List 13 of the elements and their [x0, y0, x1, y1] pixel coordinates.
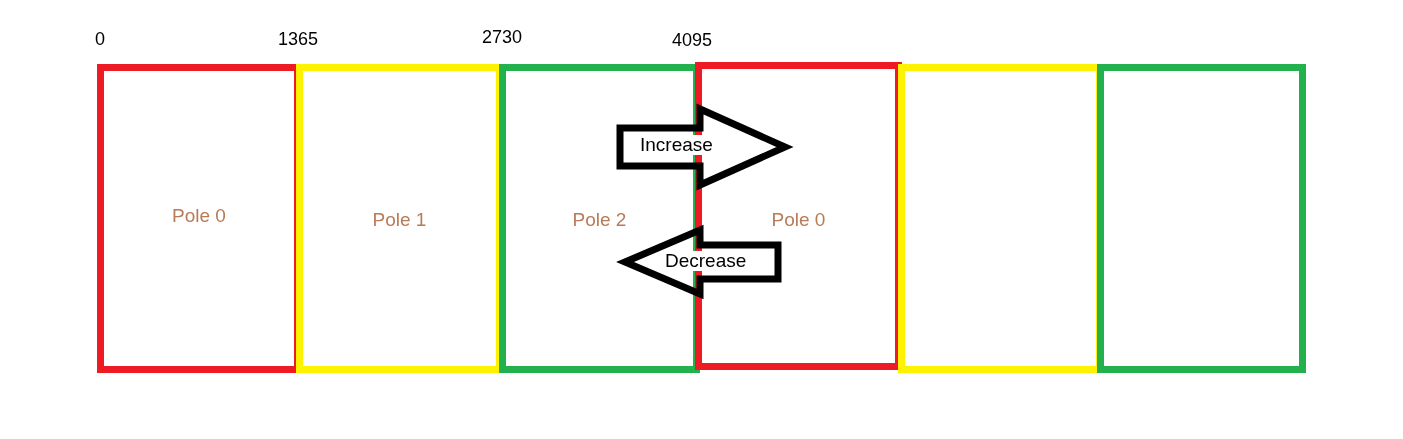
- tick-value: 0: [95, 29, 105, 50]
- tick-value: 4095: [672, 30, 713, 51]
- tick-value: 2730: [482, 27, 523, 48]
- block-arrow: [616, 224, 782, 300]
- edge-label: Decrease: [664, 251, 748, 271]
- edge-label: Increase: [639, 135, 714, 155]
- pole-label: Pole 0: [770, 209, 827, 231]
- pole-label: Pole 2: [571, 209, 628, 231]
- pole-label: Pole 0: [171, 205, 227, 227]
- tick-value: 1365: [278, 29, 319, 50]
- pole-box: [1097, 64, 1306, 373]
- block-arrow: [616, 103, 794, 191]
- pole-label: Pole 1: [371, 209, 428, 231]
